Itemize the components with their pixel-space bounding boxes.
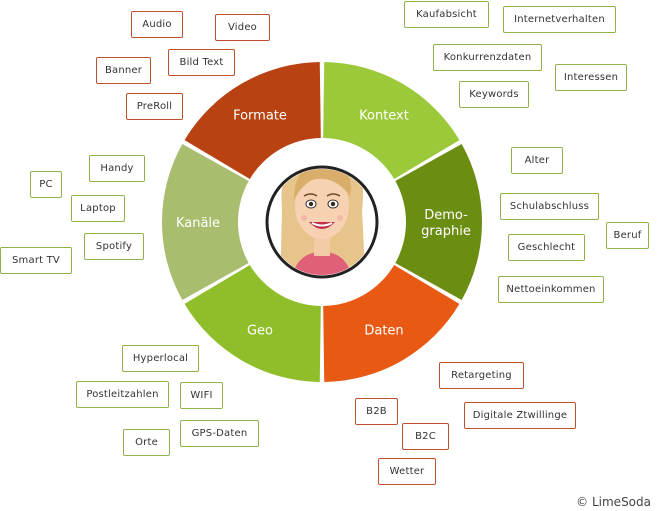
tag-demografie-10: Alter: [511, 147, 563, 174]
tag-geo-23: GPS-Daten: [180, 420, 259, 447]
segment-label-demografie: Demo-graphie: [421, 208, 471, 239]
tag-geo-21: Postleitzahlen: [76, 381, 169, 408]
segment-label-kontext: Kontext: [359, 109, 409, 124]
tag-formate-2: Banner: [96, 57, 151, 84]
tag-kanaele-15: Handy: [89, 155, 145, 182]
tag-demografie-11: Schulabschluss: [500, 193, 599, 220]
tag-daten-29: Wetter: [378, 458, 436, 485]
segment-label-formate: Formate: [233, 109, 287, 124]
segment-daten: [323, 265, 460, 382]
tag-demografie-13: Geschlecht: [508, 234, 585, 261]
segment-label-kanaele: Kanäle: [176, 216, 220, 231]
tag-daten-26: B2B: [355, 398, 398, 425]
segment-formate: [184, 62, 321, 179]
segment-label-daten: Daten: [364, 323, 403, 338]
tag-daten-28: B2C: [402, 423, 449, 450]
tag-daten-27: Digitale Ztwillinge: [464, 402, 576, 429]
tag-kanaele-16: PC: [30, 171, 62, 198]
tag-kontext-7: Konkurrenzdaten: [433, 44, 542, 71]
tag-demografie-14: Nettoeinkommen: [498, 276, 604, 303]
tag-formate-1: Video: [215, 14, 270, 41]
segment-kontext: [323, 62, 460, 179]
tag-kontext-5: Kaufabsicht: [404, 1, 489, 28]
tag-geo-22: WIFI: [180, 382, 223, 409]
segment-kanaele: [162, 143, 249, 301]
segment-geo: [184, 265, 321, 382]
segment-label-geo: Geo: [247, 323, 273, 338]
tag-kanaele-18: Spotify: [84, 233, 144, 260]
tag-kontext-8: Interessen: [555, 64, 627, 91]
tag-kanaele-19: Smart TV: [0, 247, 72, 274]
tag-geo-20: Hyperlocal: [122, 345, 199, 372]
tag-formate-4: PreRoll: [126, 93, 183, 120]
avatar: [240, 140, 404, 304]
tag-kontext-6: Internetverhalten: [503, 6, 616, 33]
tag-formate-0: Audio: [131, 11, 183, 38]
tag-kontext-9: Keywords: [459, 81, 529, 108]
tag-formate-3: Bild Text: [168, 49, 235, 76]
segment-demografie: [395, 143, 483, 301]
tag-daten-25: Retargeting: [439, 362, 524, 389]
tag-kanaele-17: Laptop: [71, 195, 125, 222]
tag-geo-24: Orte: [123, 429, 170, 456]
copyright-text: © LimeSoda: [576, 495, 651, 509]
tag-demografie-12: Beruf: [606, 222, 649, 249]
